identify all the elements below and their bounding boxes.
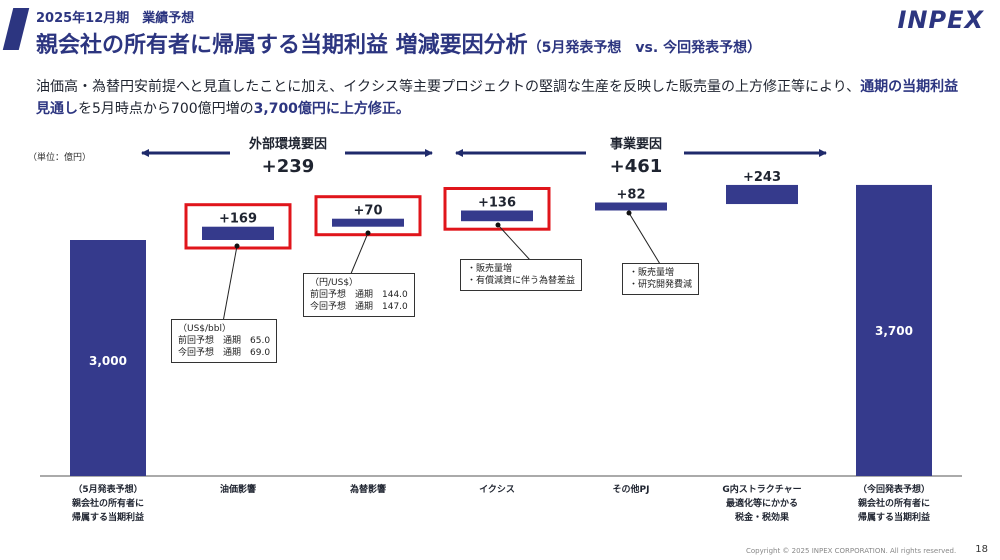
note-ichthys-factors: ・販売量増 ・有償減資に伴う為替差益	[460, 259, 583, 291]
external-group-label: 外部環境要因	[248, 136, 327, 152]
bar-label-0: 3,000	[89, 354, 127, 368]
category-label-may-forecast: （5月発表予想）親会社の所有者に帰属する当期利益	[71, 485, 144, 523]
note-line: ・研究開発費減	[629, 280, 693, 290]
highlight-box-3	[443, 187, 551, 231]
bar-2	[332, 218, 404, 227]
bar-label-1: +169	[219, 212, 257, 227]
page-number: 18	[975, 544, 988, 555]
unit-label: （単位：億円）	[28, 153, 92, 163]
callout-line-oil	[222, 245, 238, 323]
note-line: 前回予想 通期 65.0	[178, 336, 271, 346]
bar-label-6: 3,700	[875, 324, 913, 338]
category-label-other-pj: その他PJ	[612, 485, 650, 495]
desc-highlight2: 3,700億円に上方修正。	[253, 101, 410, 117]
copyright: Copyright © 2025 INPEX CORPORATION. All …	[746, 547, 957, 555]
callout-dot-other	[626, 210, 632, 216]
bar-label-4: +82	[617, 188, 646, 203]
page-title: 親会社の所有者に帰属する当期利益 増減要因分析（5月発表予想 vs. 今回発表予…	[36, 27, 761, 59]
business-group-label: 事業要因	[610, 136, 662, 152]
note-other-pj-factors: ・販売量増 ・研究開発費減	[622, 263, 700, 295]
callout-dot-fx	[365, 230, 371, 236]
external-group-value: +239	[262, 156, 315, 177]
title-suffix: （5月発表予想 vs. 今回発表予想）	[527, 40, 762, 56]
description: 油価高・為替円安前提へと見直したことに加え、イクシス等主要プロジェクトの堅調な生…	[36, 76, 966, 120]
business-group-value: +461	[610, 156, 663, 177]
note-line: （円/US$）	[310, 278, 359, 288]
bar-4	[595, 202, 667, 211]
callout-line-fx	[349, 232, 369, 277]
bar-5	[726, 184, 798, 205]
desc-part2: を5月時点から700億円増の	[78, 101, 254, 117]
callout-dot-oil	[234, 243, 240, 249]
note-line: 前回予想 通期 144.0	[310, 290, 408, 300]
bar-3	[461, 210, 533, 222]
category-label-tax: G内ストラクチャー最適化等にかかる税金・税効果	[722, 485, 802, 523]
note-fx-assumption: （円/US$） 前回予想 通期 144.0 今回予想 通期 147.0	[303, 273, 415, 317]
note-line: ・販売量増	[629, 268, 675, 278]
category-label-ichthys: イクシス	[479, 485, 515, 495]
bar-1	[202, 226, 274, 240]
category-label-oil: 油価影響	[219, 485, 256, 495]
note-line: ・有償減資に伴う為替差益	[467, 276, 576, 286]
bar-label-2: +70	[354, 204, 383, 219]
bar-label-5: +243	[743, 170, 781, 185]
page-subtitle: 2025年12月期 業績予想	[36, 11, 195, 26]
note-line: 今回予想 通期 69.0	[178, 348, 271, 358]
note-line: ・販売量増	[467, 264, 513, 274]
callout-line-ichthys	[497, 224, 531, 261]
note-line: （US$/bbl）	[178, 324, 231, 334]
bar-0	[70, 240, 146, 476]
inpex-logo: INPEX	[897, 6, 984, 34]
callout-dot-ichthys	[495, 222, 501, 228]
bar-6	[856, 184, 932, 476]
callout-line-other	[628, 212, 661, 265]
note-line: 今回予想 通期 147.0	[310, 302, 408, 312]
category-label-fx: 為替影響	[349, 485, 386, 495]
note-oil-assumption: （US$/bbl） 前回予想 通期 65.0 今回予想 通期 69.0	[171, 319, 278, 363]
bar-label-3: +136	[478, 196, 516, 211]
desc-part1: 油価高・為替円安前提へと見直したことに加え、イクシス等主要プロジェクトの堅調な生…	[36, 79, 861, 95]
title-main: 親会社の所有者に帰属する当期利益 増減要因分析	[36, 33, 528, 58]
desc-highlight1: 通期の当期利益見通し	[36, 79, 959, 117]
category-label-current-forecast: （今回発表予想）親会社の所有者に帰属する当期利益	[857, 485, 930, 523]
